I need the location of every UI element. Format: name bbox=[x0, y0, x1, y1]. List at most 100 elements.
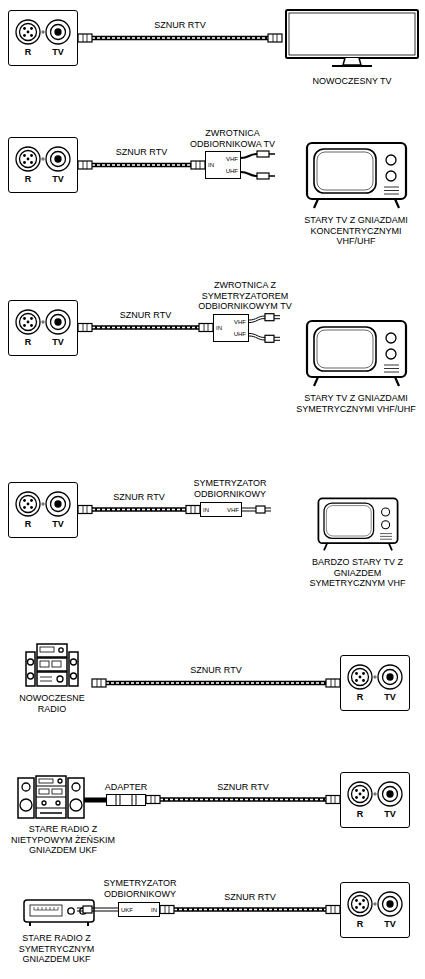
tv-outlet bbox=[46, 310, 70, 334]
outlet-hole bbox=[30, 324, 33, 327]
outlet-hole bbox=[355, 789, 358, 792]
cable-plug bbox=[78, 34, 92, 42]
cable-plug bbox=[146, 796, 160, 804]
tv-knob bbox=[381, 508, 389, 516]
modern-radio bbox=[22, 640, 82, 688]
speaker-cone bbox=[72, 783, 80, 791]
indicator-dot bbox=[41, 502, 44, 505]
indicator-dot bbox=[373, 902, 376, 905]
cable-label: SZNUR RTV bbox=[152, 20, 207, 30]
tv-pin bbox=[387, 791, 393, 797]
outlet-hole bbox=[27, 321, 30, 324]
device-node: STARE RADIO Z NIETYPOWYM ŻEŃSKIM GNIAZDE… bbox=[4, 772, 122, 856]
stereo-unit bbox=[36, 776, 66, 818]
plug-pin bbox=[274, 315, 280, 318]
twin-plug bbox=[256, 506, 265, 513]
socket-letter: TV bbox=[380, 692, 400, 702]
tv-frame bbox=[286, 10, 418, 58]
outlet-hole bbox=[30, 161, 33, 164]
tv-outlet bbox=[378, 782, 402, 806]
plug-grip bbox=[191, 506, 195, 514]
radio-outlet bbox=[16, 310, 40, 334]
indicator-dot bbox=[373, 675, 376, 678]
old-radio bbox=[4, 898, 109, 930]
cable-plug bbox=[326, 796, 340, 804]
display bbox=[39, 779, 53, 783]
wall-socket: RTV bbox=[340, 882, 410, 938]
knob bbox=[58, 779, 62, 783]
cable-label: SZNUR RTV bbox=[222, 892, 277, 902]
outlet-hole bbox=[362, 796, 365, 799]
outlet-hole bbox=[355, 796, 358, 799]
socket-letter: TV bbox=[380, 809, 400, 819]
plug-grip bbox=[83, 324, 87, 332]
old-tv bbox=[316, 496, 400, 552]
radio-outlet bbox=[16, 492, 40, 516]
device-node: ADAPTER bbox=[100, 782, 152, 807]
tv-outlet bbox=[378, 892, 402, 916]
outlet-hole bbox=[30, 506, 33, 509]
tv-pin bbox=[55, 501, 61, 507]
radio-outlet bbox=[352, 896, 369, 913]
tuner-unit bbox=[37, 644, 67, 657]
cable-body bbox=[92, 507, 186, 512]
outlet-hole bbox=[23, 506, 26, 509]
old-stereo bbox=[4, 772, 122, 820]
socket-face bbox=[341, 656, 408, 709]
cable-label: SZNUR RTV bbox=[215, 782, 270, 792]
outlet-hole bbox=[355, 899, 358, 902]
radio-outlet bbox=[348, 782, 372, 806]
socket-letter: TV bbox=[48, 337, 68, 347]
device-area: INVHFUHF bbox=[193, 312, 297, 346]
knob bbox=[56, 801, 60, 805]
socket-face bbox=[9, 483, 76, 536]
radio-outlet bbox=[20, 151, 37, 168]
twin-plug bbox=[83, 906, 92, 913]
socket-letter: TV bbox=[48, 519, 68, 529]
tv-screen bbox=[317, 152, 373, 190]
outlet-hole bbox=[30, 317, 33, 320]
rtv-cable bbox=[78, 161, 205, 169]
tv-outlet bbox=[46, 147, 70, 171]
plug-grip bbox=[97, 679, 101, 687]
speaker bbox=[18, 778, 34, 818]
buttons bbox=[40, 812, 62, 814]
speaker-cone bbox=[20, 799, 32, 811]
tv-outlet bbox=[46, 492, 70, 516]
indicator-dot bbox=[41, 157, 44, 160]
plug-grip bbox=[83, 161, 87, 169]
tv-knob bbox=[386, 333, 396, 343]
device-label: NOWOCZESNE RADIO bbox=[12, 693, 92, 714]
cassette bbox=[39, 789, 49, 794]
speaker bbox=[69, 652, 78, 686]
device-area bbox=[100, 793, 152, 807]
device-label: NOWOCZESNY TV bbox=[282, 76, 422, 87]
device-label: ZWROTNICA Z SYMETRYZATOREM ODBIORNIKOWYM… bbox=[193, 280, 297, 312]
deck-unit bbox=[37, 658, 67, 671]
tv-screen bbox=[324, 503, 374, 538]
outlet-hole bbox=[23, 317, 26, 320]
amp-unit bbox=[37, 672, 67, 686]
outlet-hole bbox=[30, 27, 33, 30]
cable-label: SZNUR RTV bbox=[118, 310, 173, 320]
cable-label: SZNUR RTV bbox=[188, 665, 243, 675]
plug-grip bbox=[331, 796, 335, 804]
outlet-hole bbox=[23, 161, 26, 164]
port-label: VHF bbox=[226, 156, 238, 162]
plug-pin bbox=[77, 908, 83, 911]
plug-grip bbox=[196, 161, 200, 169]
old-tv bbox=[304, 318, 409, 388]
speaker bbox=[26, 652, 35, 686]
cassette bbox=[52, 789, 62, 794]
twin-plug bbox=[265, 313, 274, 320]
ridge bbox=[116, 795, 136, 805]
indicator-dot bbox=[41, 320, 44, 323]
outlet-hole bbox=[362, 789, 365, 792]
cable-braid bbox=[106, 682, 326, 684]
cable-braid bbox=[92, 164, 191, 166]
tv-outlet bbox=[383, 670, 398, 685]
outlet-hole bbox=[362, 679, 365, 682]
port-label: UHF bbox=[226, 168, 238, 174]
cable-plug bbox=[78, 161, 92, 169]
rtv-cable bbox=[78, 324, 213, 332]
